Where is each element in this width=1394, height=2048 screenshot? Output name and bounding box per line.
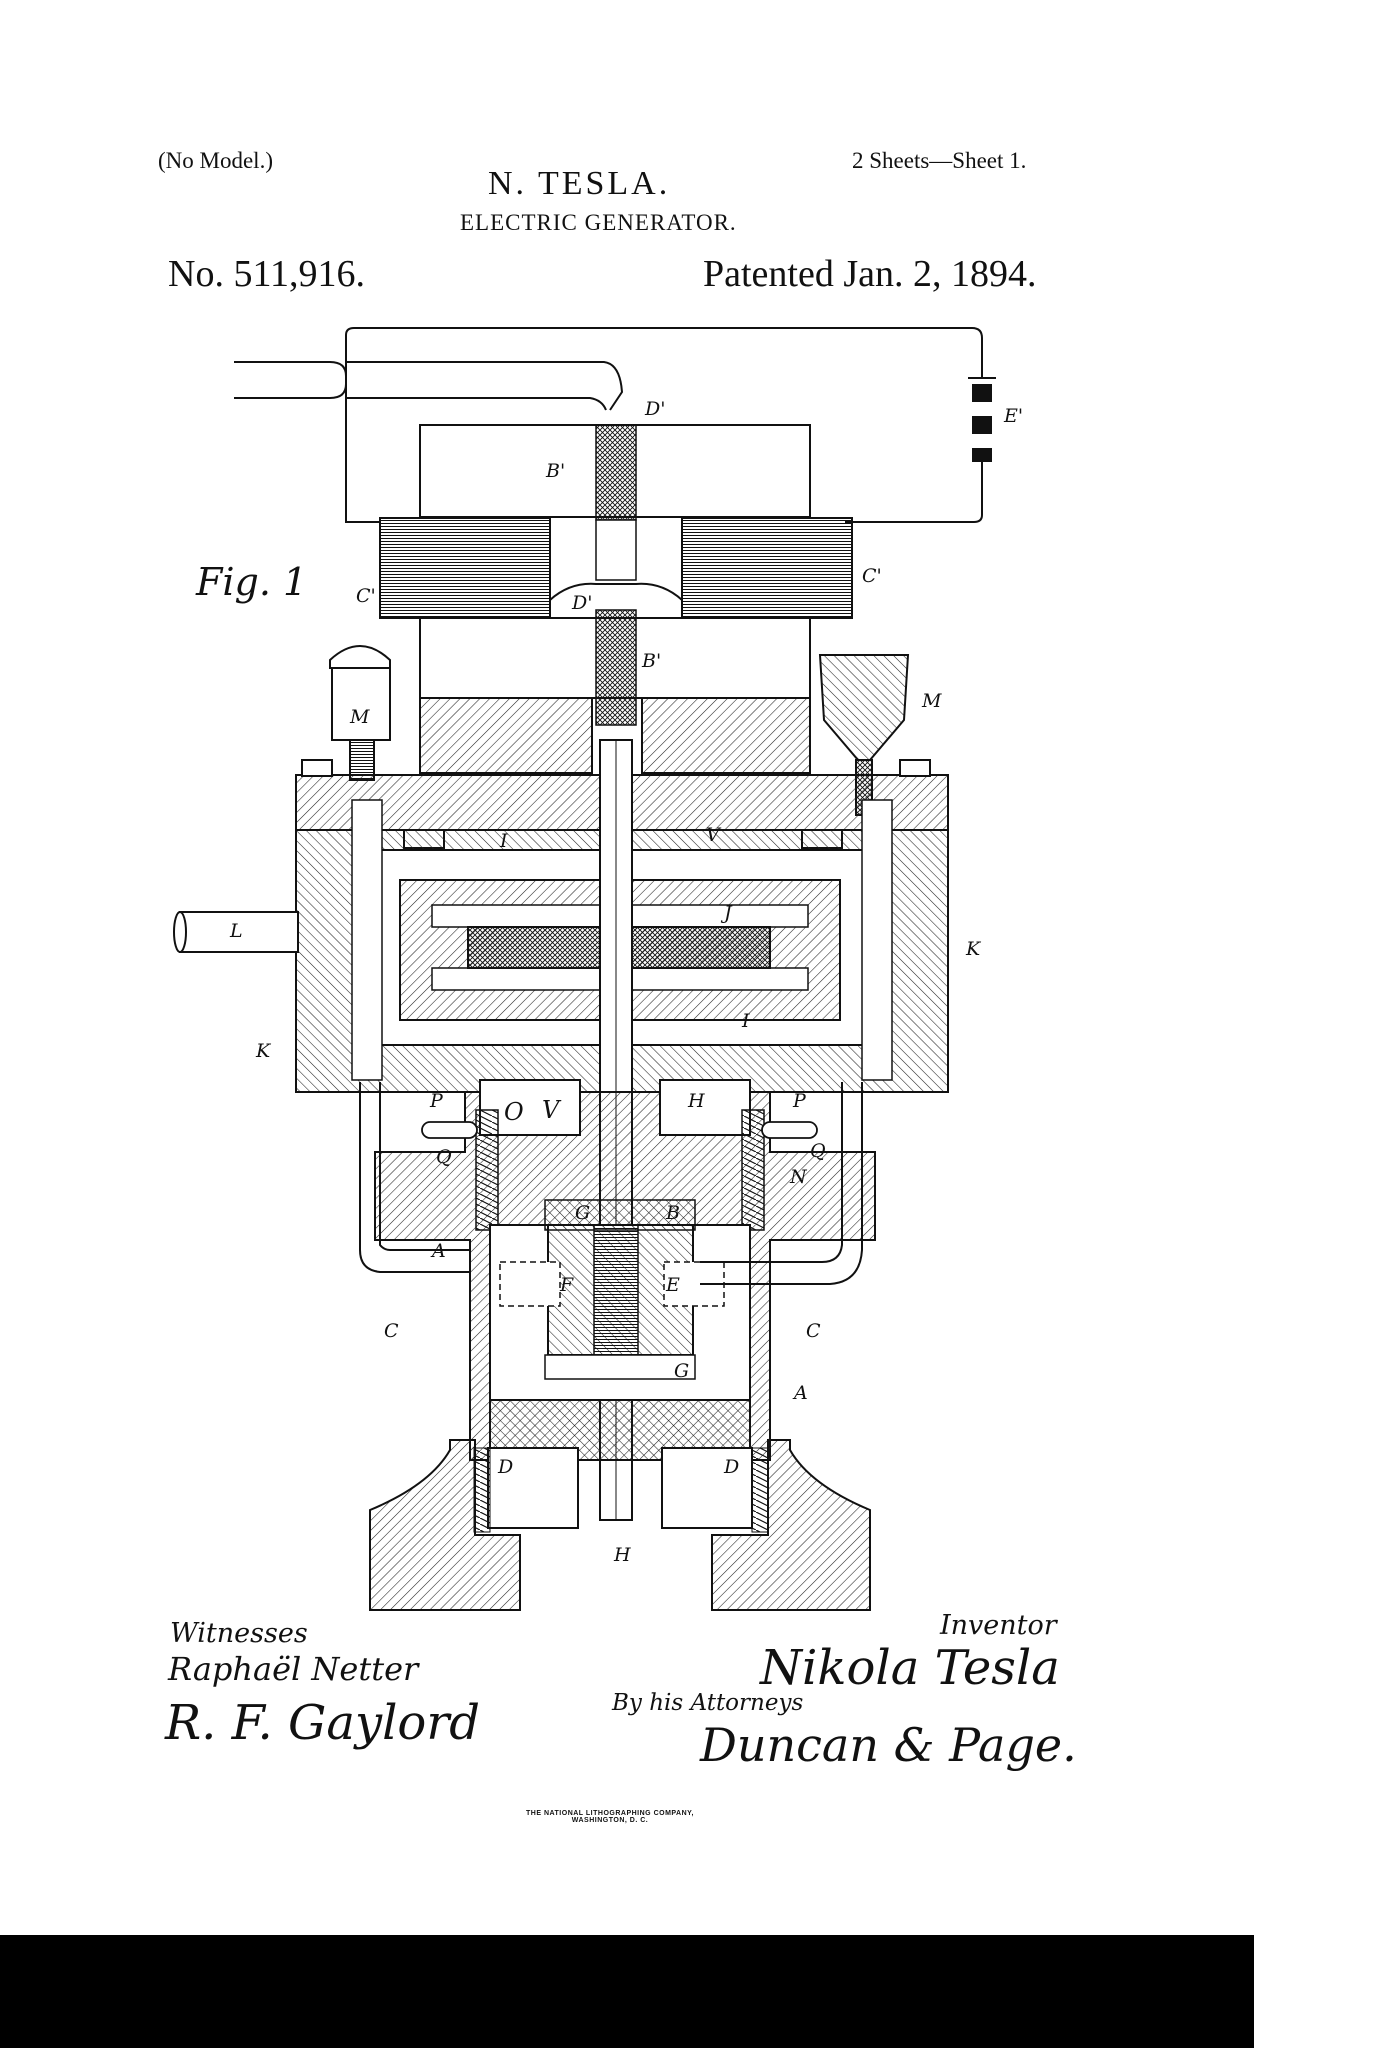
label-e: E	[666, 1274, 680, 1296]
label-c-right: C	[806, 1320, 821, 1342]
label-e-prime: E'	[1004, 405, 1024, 427]
label-i-top: I	[500, 830, 508, 852]
label-j: J	[724, 902, 732, 924]
figure-label: Fig. 1	[196, 560, 308, 604]
witnesses-heading: Witnesses	[170, 1618, 308, 1649]
label-g-top: G	[575, 1202, 591, 1224]
inventor-heading: Inventor	[940, 1610, 1057, 1641]
base-left	[369, 1439, 521, 1611]
disc-d-prime-lower	[595, 609, 637, 726]
label-d-prime-mid: D'	[572, 592, 593, 614]
label-q-right: Q	[810, 1140, 826, 1162]
witness-1-signature: Raphaël Netter	[168, 1650, 419, 1688]
label-o: O	[504, 1098, 524, 1126]
pipe-l	[179, 911, 299, 953]
label-c-prime-left: C'	[356, 585, 376, 607]
label-m-left: M	[350, 706, 370, 728]
label-n: N	[790, 1166, 807, 1188]
label-q-left: Q	[436, 1146, 452, 1168]
field-magnet-lower	[419, 617, 811, 699]
label-v-mid: V	[542, 1096, 560, 1124]
label-l: L	[230, 920, 243, 942]
pipe-q-left	[421, 1121, 478, 1139]
coil-c-prime-right	[681, 517, 853, 619]
label-h-bottom: H	[614, 1544, 631, 1566]
label-b-prime-upper: B'	[546, 460, 566, 482]
pipe-c-right	[700, 1082, 863, 1285]
pipe-q-right	[761, 1121, 818, 1139]
sheet-count: 2 Sheets—Sheet 1.	[852, 148, 1027, 173]
label-g-bottom: G	[674, 1360, 690, 1382]
coil-c-prime-left	[379, 517, 551, 619]
circuit-wires	[234, 327, 983, 523]
label-k-left: K	[256, 1040, 271, 1062]
attorneys-signature: Duncan & Page.	[700, 1718, 1077, 1772]
label-b-prime-lower: B'	[642, 650, 662, 672]
imprint-line-1: THE NATIONAL LITHOGRAPHING COMPANY,	[526, 1810, 694, 1817]
label-b: B	[666, 1202, 680, 1224]
lithographer-imprint: THE NATIONAL LITHOGRAPHING COMPANY, WASH…	[480, 1810, 740, 1824]
inventor-signature: Nikola Tesla	[760, 1640, 1060, 1696]
label-k-right: K	[966, 938, 981, 960]
battery-e-prime	[968, 377, 996, 462]
patent-date: Patented Jan. 2, 1894.	[703, 253, 1037, 295]
label-m-right: M	[922, 690, 942, 712]
disc-d-prime-upper	[595, 424, 637, 521]
base-right	[711, 1439, 871, 1611]
label-p-left: P	[430, 1090, 443, 1112]
label-f: F	[560, 1274, 574, 1296]
invention-title: ELECTRIC GENERATOR.	[460, 210, 737, 235]
label-d-left: D	[498, 1456, 514, 1478]
scan-footer-bar	[0, 1935, 1254, 2048]
label-v-top: V	[706, 824, 720, 846]
label-i-bottom: I	[742, 1010, 750, 1032]
pipe-c-left	[359, 1082, 470, 1273]
label-a-left: A	[432, 1240, 446, 1262]
patent-number: No. 511,916.	[168, 253, 366, 295]
label-c-left: C	[384, 1320, 399, 1342]
label-c-prime-right: C'	[862, 565, 882, 587]
label-a-right: A	[794, 1382, 808, 1404]
label-d-right: D	[724, 1456, 740, 1478]
label-d-prime-top: D'	[645, 398, 666, 420]
imprint-line-2: WASHINGTON, D. C.	[571, 1817, 649, 1824]
label-h-mid: H	[688, 1090, 705, 1112]
inventor-name: N. TESLA.	[488, 165, 671, 202]
figure-1-drawing	[173, 327, 996, 1611]
label-p-right: P	[793, 1090, 806, 1112]
witness-2-signature: R. F. Gaylord	[165, 1695, 480, 1751]
attorneys-heading: By his Attorneys	[612, 1690, 804, 1716]
oil-cup-left	[329, 645, 391, 781]
model-note: (No Model.)	[158, 148, 273, 173]
